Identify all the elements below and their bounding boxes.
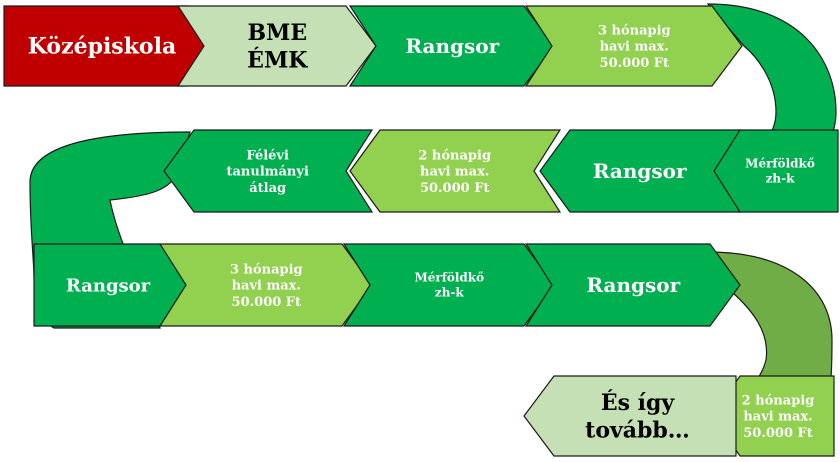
step-stipend-1-shape xyxy=(524,5,743,87)
step-merfoldko-2-line: Mérföldkő xyxy=(414,271,484,285)
step-shapes xyxy=(3,5,839,457)
step-stipend-1-line: 3 hónapig xyxy=(598,23,671,38)
step-merfoldko-2-shape xyxy=(342,243,555,327)
step-stipend-1-line: 50.000 Ft xyxy=(600,56,670,71)
step-bme-emk-line: ÉMK xyxy=(247,46,308,73)
step-merfoldko-1-line: zh-k xyxy=(766,172,796,186)
step-felevi-line: átlag xyxy=(249,181,286,196)
step-stipend-3-label: 3 hónapig havi max.50.000 Ft xyxy=(230,262,303,310)
step-rangsor-3-line: Rangsor xyxy=(66,275,151,296)
step-stipend-3-line: havi max. xyxy=(232,279,301,294)
step-rangsor-2-shape xyxy=(539,129,742,213)
step-stipend-1-line: havi max. xyxy=(600,40,669,55)
step-felevi-line: tanulmányi xyxy=(226,165,308,180)
step-rangsor-4-line: Rangsor xyxy=(586,273,680,297)
step-stipend-2-line: 2 hónapig xyxy=(418,148,491,163)
step-stipend-4-label: 2 hónapig havi max.50.000 Ft xyxy=(742,393,815,441)
step-es-igy-line: És így xyxy=(601,389,676,416)
step-es-igy-line: tovább… xyxy=(585,417,690,443)
step-stipend-2-shape xyxy=(349,129,562,213)
step-felevi-line: Félévi xyxy=(246,148,289,163)
step-kozepiskola-label: Középiskola xyxy=(28,34,176,60)
step-rangsor-2-line: Rangsor xyxy=(593,159,687,183)
step-rangsor-4-label: Rangsor xyxy=(586,273,680,297)
step-merfoldko-1-line: Mérföldkő xyxy=(745,157,815,171)
step-kozepiskola-line: Középiskola xyxy=(28,34,176,60)
step-es-igy-shape xyxy=(523,375,737,457)
step-rangsor-1-line: Rangsor xyxy=(405,34,499,58)
step-stipend-3-line: 50.000 Ft xyxy=(232,295,302,310)
step-stipend-4-line: havi max. xyxy=(743,410,812,425)
step-rangsor-1-shape xyxy=(348,5,555,87)
step-stipend-4-line: 50.000 Ft xyxy=(743,426,813,441)
step-stipend-3-shape xyxy=(158,243,373,327)
step-bme-emk-line: BME xyxy=(247,20,307,46)
step-stipend-2-line: 50.000 Ft xyxy=(420,181,490,196)
step-felevi-shape xyxy=(163,129,374,213)
step-stipend-3-line: 3 hónapig xyxy=(230,262,303,277)
step-merfoldko-2-line: zh-k xyxy=(435,286,465,300)
step-stipend-2-line: havi max. xyxy=(420,165,489,180)
step-rangsor-4-shape xyxy=(524,243,741,327)
step-stipend-2-label: 2 hónapig havi max.50.000 Ft xyxy=(418,148,491,196)
step-bme-emk-shape xyxy=(176,5,377,87)
step-rangsor-2-label: Rangsor xyxy=(593,159,687,183)
step-rangsor-3-label: Rangsor xyxy=(66,275,151,296)
step-stipend-4-line: 2 hónapig xyxy=(742,393,815,408)
step-rangsor-1-label: Rangsor xyxy=(405,34,499,58)
step-stipend-1-label: 3 hónapig havi max.50.000 Ft xyxy=(598,23,671,71)
